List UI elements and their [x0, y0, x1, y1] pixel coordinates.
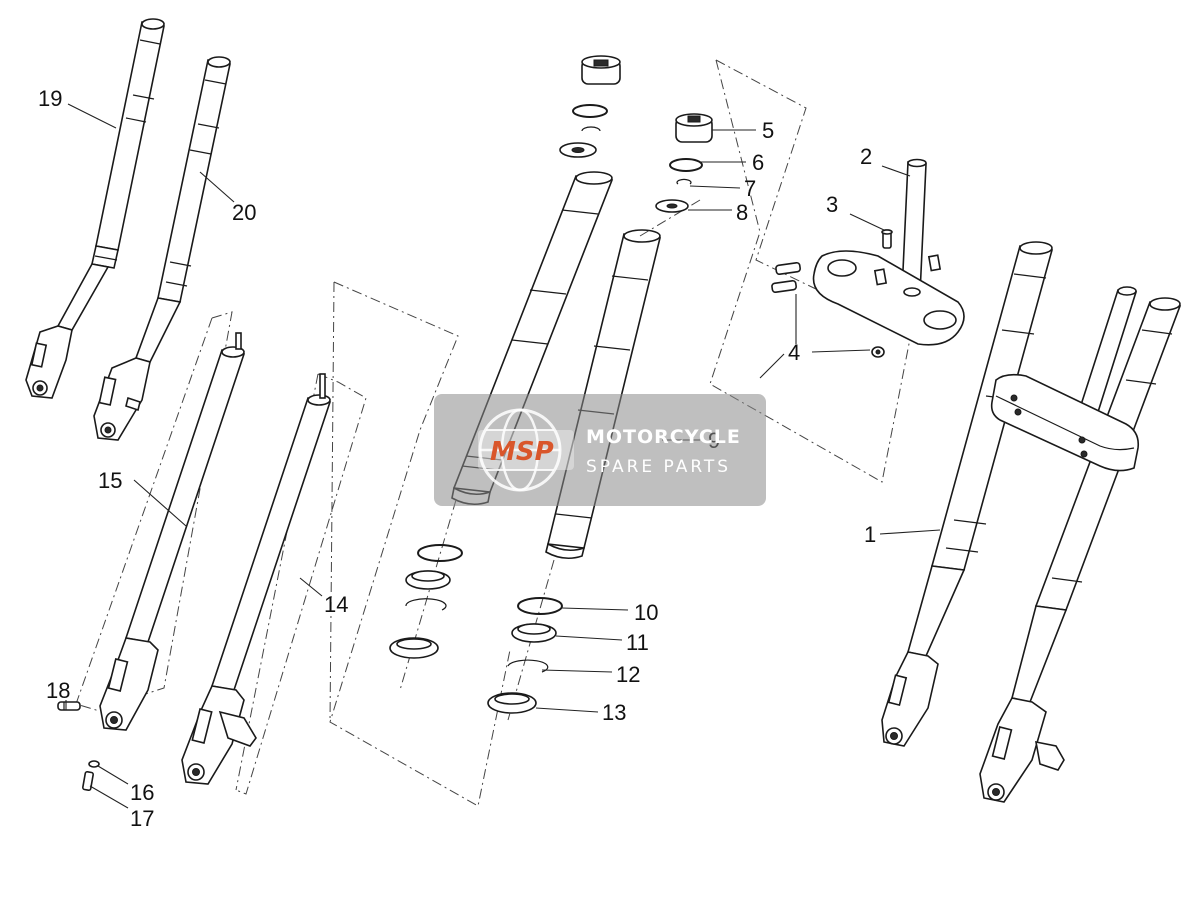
washer-part-16: [88, 760, 100, 768]
upper-triple-clamp: [812, 250, 965, 346]
callout-17: 17: [130, 806, 154, 831]
callout-18: 18: [46, 678, 70, 703]
callout-14: 14: [324, 592, 348, 617]
callout-15: 15: [98, 468, 122, 493]
watermark-logo: MSP: [490, 437, 554, 467]
callout-10: 10: [634, 600, 658, 625]
callout-20: 20: [232, 200, 256, 225]
clip-part-7: [676, 178, 692, 185]
callout-13: 13: [602, 700, 626, 725]
stud-part-3: [881, 229, 893, 249]
callout-11: 11: [626, 630, 649, 655]
o-ring-part-6: [669, 158, 703, 172]
watermark: MSP MOTORCYCLE SPARE PARTS: [434, 394, 766, 506]
globe-icon: [478, 408, 562, 492]
callout-4: 4: [788, 340, 800, 365]
seal-stack-left: [389, 544, 463, 659]
inner-assembly-frame: [329, 281, 511, 807]
fork-leg-part-20: [93, 56, 231, 441]
watermark-line2: SPARE PARTS: [586, 457, 731, 477]
top-cap-upper: [559, 55, 621, 158]
washer-part-8: [655, 199, 689, 213]
screw-part-18: [57, 701, 81, 711]
bolt-part-17: [82, 770, 94, 792]
callout-19: 19: [38, 86, 62, 111]
callout-2: 2: [860, 144, 872, 169]
fork-slider-part-15: [75, 311, 246, 731]
fork-leg-part-19: [25, 18, 165, 399]
triple-clamp-frame: [709, 59, 917, 483]
callout-12: 12: [616, 662, 640, 687]
bolts-part-4: [771, 261, 885, 358]
fork-slider-part-14: [181, 373, 367, 795]
callout-6: 6: [752, 150, 764, 175]
callout-1: 1: [864, 522, 876, 547]
callout-16: 16: [130, 780, 154, 805]
watermark-line1: MOTORCYCLE: [586, 426, 741, 448]
seal-stack-right: [487, 597, 563, 714]
callout-5: 5: [762, 118, 774, 143]
leader-lines: [65, 103, 941, 809]
callout-7: 7: [744, 176, 756, 201]
complete-fork-part-1: [881, 241, 1182, 803]
callout-3: 3: [826, 192, 838, 217]
callout-8: 8: [736, 200, 748, 225]
cap-part-5: [675, 113, 713, 143]
